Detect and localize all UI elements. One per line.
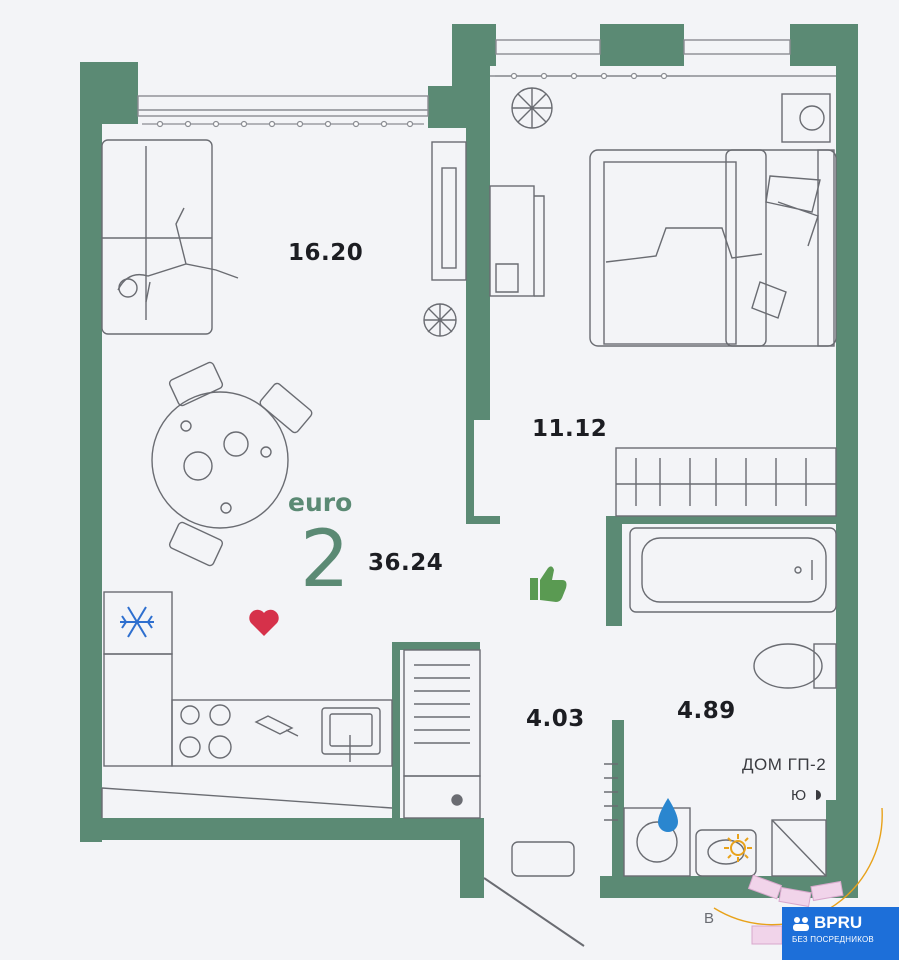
snowflake-icon xyxy=(120,606,154,638)
apartment-room-count: 2 xyxy=(300,515,350,605)
washing-machine xyxy=(623,807,691,877)
south-text: Ю xyxy=(791,787,807,804)
room-area-bedroom: 11.12 xyxy=(532,416,608,442)
room-area-hallway: 4.03 xyxy=(526,706,585,732)
apartment-type-word: euro xyxy=(288,488,353,517)
south-label: Ю xyxy=(791,787,822,804)
bed xyxy=(589,149,837,347)
furniture xyxy=(101,87,837,947)
brand-logo-icon xyxy=(793,917,809,931)
brand-tagline: БЕЗ ПОСРЕДНИКОВ xyxy=(792,935,874,944)
house-label: ДОМ ГП-2 xyxy=(742,755,827,774)
wardrobe xyxy=(615,447,837,517)
brand-name: BPRU xyxy=(814,913,863,932)
thumbs-up-icon xyxy=(530,566,567,602)
west-label: В xyxy=(704,910,715,927)
sofa xyxy=(101,139,213,335)
bathtub xyxy=(629,527,837,613)
dining-table xyxy=(151,391,289,529)
water-drop-icon xyxy=(658,798,678,832)
light-band xyxy=(747,874,844,945)
total-area: 36.24 xyxy=(368,550,444,576)
walls xyxy=(80,24,858,898)
brand-badge[interactable]: BPRU БЕЗ ПОСРЕДНИКОВ xyxy=(782,907,899,960)
heart-icon xyxy=(249,609,279,636)
curtain-rods xyxy=(142,72,690,128)
room-area-living: 16.20 xyxy=(288,240,364,266)
room-area-bathroom: 4.89 xyxy=(677,698,736,724)
sun-icon xyxy=(724,834,752,862)
moon-icon xyxy=(816,790,822,800)
